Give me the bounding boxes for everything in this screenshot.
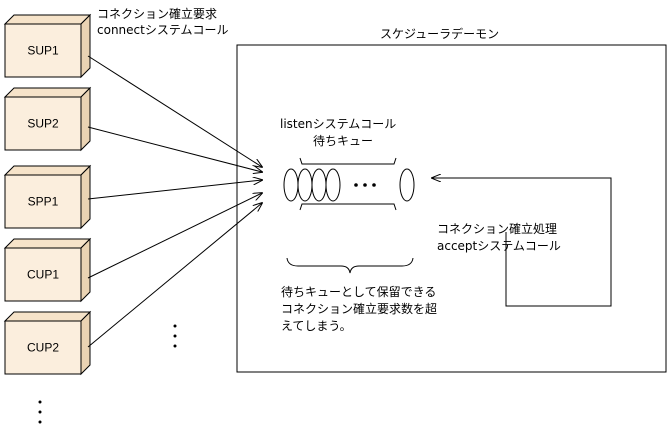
overflow-note-line2: コネクション確立要求数を超 bbox=[281, 301, 437, 316]
process-box-side bbox=[80, 86, 91, 152]
process-box-side bbox=[80, 310, 91, 376]
listen-label-line2: 待ちキュー bbox=[313, 134, 373, 148]
process-box-sup1: SUP1 bbox=[3, 13, 92, 79]
process-label: SUP1 bbox=[27, 44, 59, 58]
accept-label-line2: acceptシステムコール bbox=[437, 239, 561, 253]
queue-slot bbox=[297, 168, 313, 202]
connect-label-line1: コネクション確立要求 bbox=[97, 6, 217, 21]
process-box-top bbox=[3, 238, 92, 249]
overflow-note-line1: 待ちキューとして保留できる bbox=[281, 285, 436, 299]
process-box-face bbox=[4, 96, 82, 151]
queue-slot bbox=[311, 168, 327, 202]
process-box-top bbox=[3, 311, 92, 322]
process-box-face bbox=[4, 320, 82, 375]
process-label: CUP2 bbox=[27, 341, 59, 355]
queue-ellipsis bbox=[354, 183, 376, 187]
daemon-title: スケジューラデーモン bbox=[380, 26, 499, 41]
process-box-sup2: SUP2 bbox=[3, 86, 92, 152]
process-label: SPP1 bbox=[28, 195, 59, 209]
wait-queue bbox=[283, 168, 415, 202]
process-box-side bbox=[80, 13, 91, 79]
overflow-note-line3: えてしまう。 bbox=[281, 319, 352, 333]
connect-arrows bbox=[87, 55, 262, 348]
arrow-cup2 bbox=[87, 203, 262, 348]
queue-bottom-bracket bbox=[299, 203, 397, 211]
process-box-cup2: CUP2 bbox=[3, 310, 92, 376]
process-box-face bbox=[4, 23, 82, 78]
process-box-side bbox=[80, 237, 91, 303]
accept-label-line1: コネクション確立処理 bbox=[437, 221, 557, 236]
more-processes-ellipsis bbox=[173, 324, 177, 348]
arrow-cup1 bbox=[87, 193, 262, 279]
process-box-spp1: SPP1 bbox=[3, 164, 92, 230]
process-box-cup1: CUP1 bbox=[3, 237, 92, 303]
more-processes-ellipsis-bottom bbox=[38, 400, 42, 424]
process-box-top bbox=[3, 14, 92, 25]
process-box-face bbox=[4, 247, 82, 302]
overflow-brace bbox=[286, 257, 414, 274]
queue-top-bracket bbox=[299, 157, 397, 165]
process-box-side bbox=[80, 164, 91, 230]
queue-slot bbox=[283, 168, 299, 202]
connect-label-line2: connectシステムコール bbox=[97, 23, 228, 37]
accept-loop-arrow bbox=[432, 178, 612, 307]
arrow-sup2 bbox=[87, 126, 262, 172]
queue-slot-last bbox=[399, 168, 415, 202]
arrow-spp1 bbox=[87, 180, 262, 200]
process-box-face bbox=[4, 174, 82, 229]
process-label: SUP2 bbox=[27, 117, 59, 131]
listen-label-line1: listenシステムコール bbox=[280, 117, 396, 131]
process-label: CUP1 bbox=[27, 268, 59, 282]
scheduler-daemon-frame bbox=[236, 44, 667, 373]
arrow-sup1 bbox=[87, 55, 262, 167]
process-box-top bbox=[3, 165, 92, 176]
queue-slot bbox=[325, 168, 341, 202]
process-box-top bbox=[3, 87, 92, 98]
